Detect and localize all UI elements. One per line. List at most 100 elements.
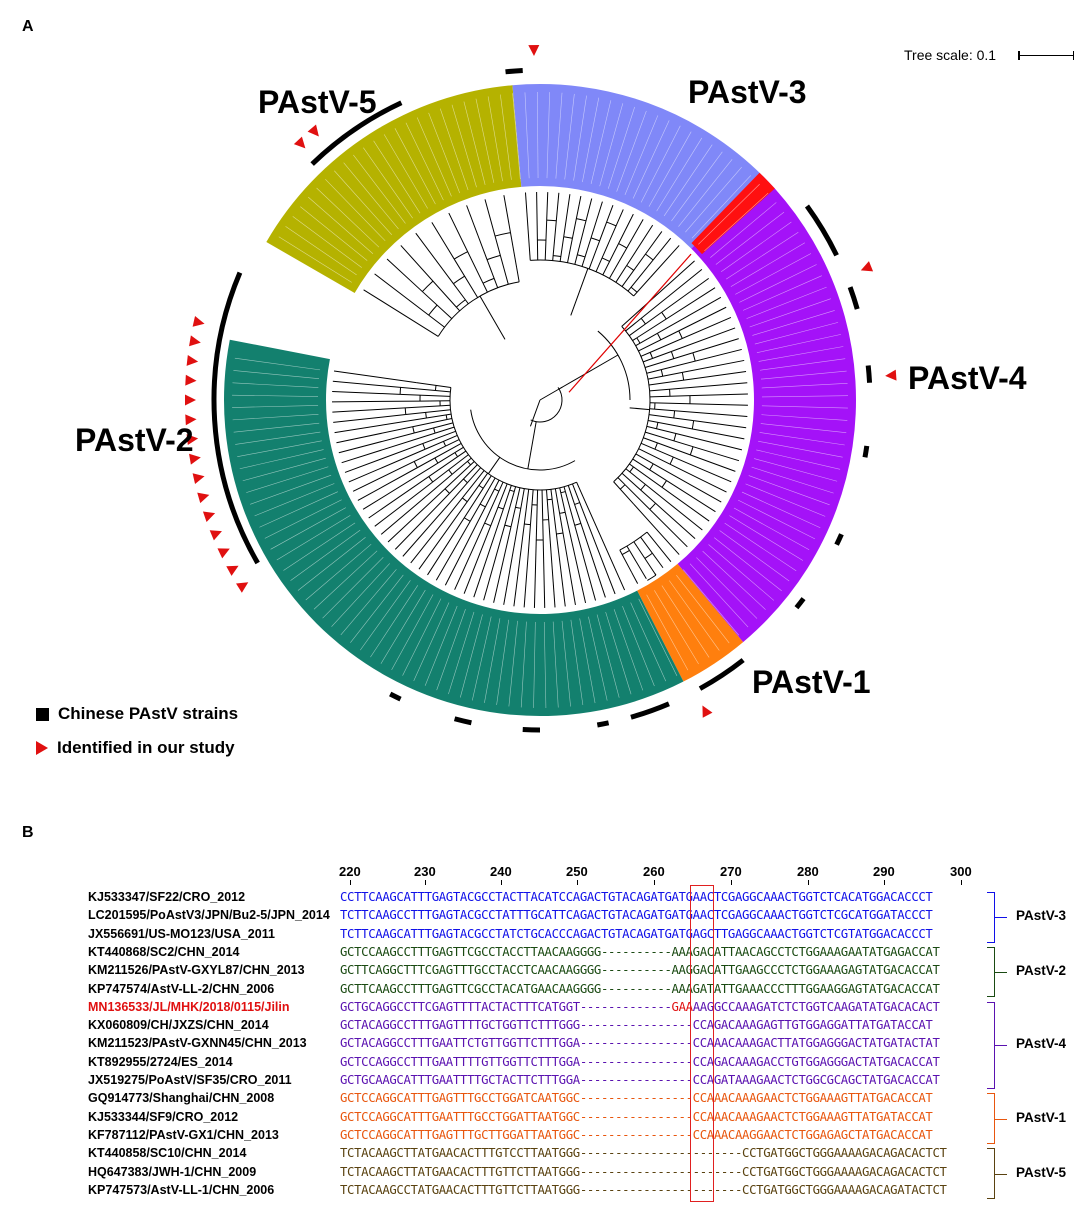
sequence-text: GCTCCAGGCATTTGAATTTGCCTGGATTAATGGC------… <box>340 1109 933 1124</box>
group-label: PAstV-4 <box>1016 1036 1067 1052</box>
sequence-name: KT892955/2724/ES_2014 <box>88 1054 233 1069</box>
group-bracket-tick <box>995 1118 1007 1120</box>
sequence-name: KJ533347/SF22/CRO_2012 <box>88 890 246 904</box>
identified-arrow <box>217 548 230 559</box>
ruler-tick-label: 260 <box>643 864 665 879</box>
chinese-strain-mark <box>310 100 403 166</box>
clade-sector-pastv-2 <box>224 339 684 716</box>
clade-sector-pastv-3 <box>512 84 764 249</box>
panel-b-label: B <box>22 824 34 841</box>
highlighted-codon: GAA <box>671 999 694 1014</box>
ruler-tick <box>577 880 578 885</box>
sequence-text: GCTCCAGGCATTTGAGTTTGCCTGGATCAATGGC------… <box>340 1091 933 1106</box>
sequence-text: GCTGCAAGCATTTGAATTTTGCTACTTCTTTGGA------… <box>340 1073 940 1087</box>
identified-arrow <box>702 705 713 718</box>
legend-chinese-strains: Chinese PAstV strains <box>36 704 238 724</box>
sequence-name: KP747574/AstV-LL-2/CHN_2006 <box>88 981 275 996</box>
identified-arrow <box>209 530 222 541</box>
chinese-strain-mark <box>804 204 839 257</box>
sequence-text: TCTACAAGCTTATGAACACTTTGTTCTTAATGGG------… <box>340 1164 947 1179</box>
ruler-tick <box>808 880 809 885</box>
phylogenetic-tree <box>185 44 897 733</box>
group-bracket-tick <box>995 972 1007 974</box>
ruler-tick-label: 300 <box>950 864 972 879</box>
group-bracket <box>987 1148 995 1199</box>
sequence-name: KX060809/CH/JXZS/CHN_2014 <box>88 1018 269 1033</box>
group-bracket-tick <box>995 1173 1007 1175</box>
ruler-tick <box>350 880 351 885</box>
identified-arrow <box>186 434 199 446</box>
identified-arrow <box>192 473 205 485</box>
identified-arrow <box>192 315 205 327</box>
identified-arrow <box>236 582 249 593</box>
sequence-text: GCTACAGGCCTTTGAATTCTGTTGGTTCTTTGGA------… <box>340 1036 940 1051</box>
identified-arrow <box>185 374 197 386</box>
clade-sector-pastv-1 <box>637 563 744 682</box>
chinese-strain-mark <box>596 720 610 728</box>
ruler-tick-label: 290 <box>873 864 895 879</box>
deletion-highlight-box <box>690 885 714 1202</box>
ruler-tick-label: 230 <box>414 864 436 879</box>
ruler-tick <box>731 880 732 885</box>
identified-arrow <box>885 369 897 381</box>
panel-a-label: A <box>22 18 34 35</box>
identified-arrow <box>189 453 201 465</box>
chinese-strain-mark <box>862 445 870 458</box>
sequence-text: GCTACAGGCCTTTGAGTTTTGCTGGTTCTTTGGG------… <box>340 1018 933 1033</box>
sequence-text: GCTTCAGGCTTTCGAGTTTGCCTACCTCAACAAGGGG---… <box>340 963 940 978</box>
group-label: PAstV-3 <box>1016 908 1067 924</box>
identified-arrow <box>185 414 197 426</box>
sequence-name: KT440868/SC2/CHN_2014 <box>88 944 240 959</box>
sequence-text: GCTGCAGGCCTTCGAGTTTTACTACTTTCATGGT------… <box>340 999 940 1014</box>
clade-label-pastv4: PAstV-4 <box>908 360 1027 396</box>
sequence-name: KP747573/AstV-LL-1/CHN_2006 <box>88 1182 275 1197</box>
group-bracket <box>987 1093 995 1144</box>
ruler-tick-label: 280 <box>797 864 819 879</box>
sequence-name: KT440858/SC10/CHN_2014 <box>88 1146 247 1161</box>
sequence-text: TCTTCAAGCATTTGAGTACGCCTATCTGCACCCAGACTGT… <box>340 926 933 941</box>
tip-label-lines <box>232 92 848 708</box>
chinese-strain-mark <box>211 271 260 565</box>
sequence-name: KF787112/PAstV-GX1/CHN_2013 <box>88 1127 279 1142</box>
identified-arrow <box>528 44 540 57</box>
sequence-text: GCTCCAAGCCTTTGAGTTCGCCTACCTTAACAAGGGG---… <box>340 944 940 959</box>
group-bracket <box>987 946 995 998</box>
sequence-name: JX556691/US-MO123/USA_2011 <box>88 926 275 941</box>
sequence-name: LC201595/PoAstV3/JPN/Bu2-5/JPN_2014 <box>88 908 330 923</box>
identified-arrow <box>202 511 216 522</box>
group-bracket <box>987 1001 995 1089</box>
chinese-strain-mark <box>847 286 860 310</box>
sequence-name: HQ647383/JWH-1/CHN_2009 <box>88 1164 257 1179</box>
chinese-strain-marks <box>211 67 873 733</box>
sequence-text: TCTACAAGCCTATGAACACTTTGTTCTTAATGGG------… <box>340 1182 947 1197</box>
identified-arrow <box>189 335 201 347</box>
chinese-strain-mark <box>453 716 472 726</box>
black-square-icon <box>36 707 49 721</box>
chinese-strain-mark <box>389 691 402 702</box>
ruler-tick <box>961 880 962 885</box>
group-bracket <box>987 892 995 943</box>
ruler-tick <box>425 880 426 885</box>
tree-scale-label: Tree scale: 0.1 <box>904 47 997 63</box>
chinese-strain-mark <box>865 365 873 383</box>
identified-arrow <box>860 261 874 272</box>
tree-branches <box>332 192 748 608</box>
group-label: PAstV-1 <box>1016 1109 1067 1125</box>
identified-arrow <box>186 354 199 366</box>
clade-label-pastv2: PAstV-2 <box>75 422 194 458</box>
sequence-name: KJ533344/SF9/CRO_2012 <box>88 1109 239 1124</box>
sequence-name: JX519275/PoAstV/SF35/CRO_2011 <box>88 1073 292 1087</box>
chinese-strain-mark <box>505 67 523 75</box>
clade-label-pastv1: PAstV-1 <box>752 664 871 700</box>
legend-identified-label: Identified in our study <box>57 738 235 757</box>
sequence-text: GCTTCAAGCCTTTGAGTTCGCCTACATGAACAAGGGG---… <box>340 981 940 996</box>
ruler-tick <box>654 880 655 885</box>
tree-scale-bar <box>1018 51 1074 60</box>
highlighted-strain-sector <box>691 172 775 255</box>
ruler-tick-label: 220 <box>339 864 361 879</box>
legend-identified: Identified in our study <box>36 738 235 758</box>
sequence-text: GCTCCAGGCCTTTGAATTTTGTTGGTTCTTTGGA------… <box>340 1054 940 1069</box>
identified-strain-arrows <box>185 44 897 718</box>
group-bracket-tick <box>995 1045 1007 1047</box>
ruler-tick-label: 270 <box>720 864 742 879</box>
